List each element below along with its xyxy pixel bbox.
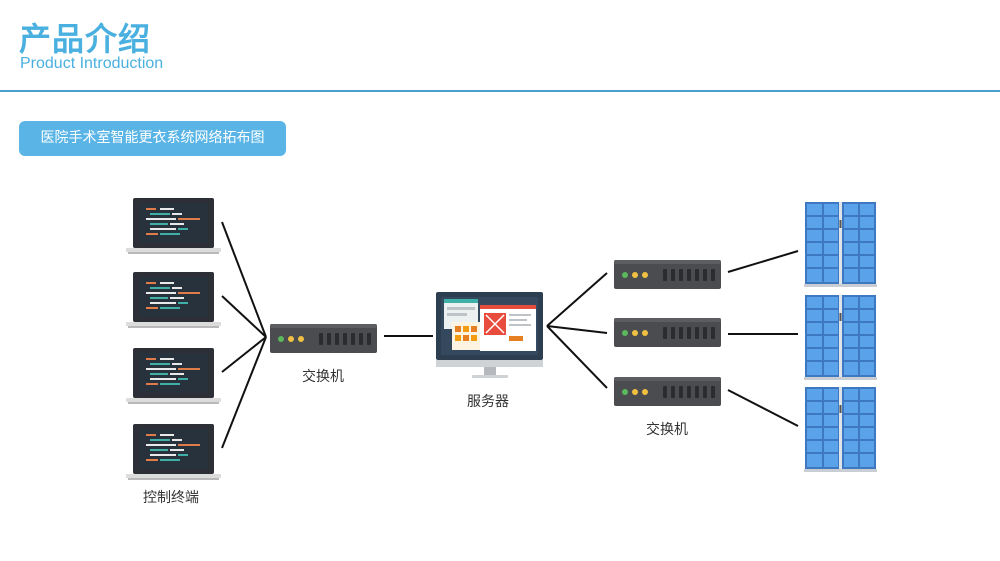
laptop-icon	[126, 198, 221, 254]
link-server-switch-2	[546, 325, 608, 334]
switch-left-label: 交换机	[302, 369, 344, 385]
link-switch-1-locker	[727, 250, 799, 273]
page-title: 产品介绍	[19, 20, 152, 58]
network-switch-icon	[270, 324, 377, 353]
network-switch-icon	[614, 260, 721, 289]
locker-cabinet-icon	[804, 387, 877, 472]
connection-lines	[221, 221, 799, 449]
link-switch-3-locker	[727, 389, 799, 427]
terminals-label: 控制终端	[143, 490, 199, 506]
link-terminal-1-switch	[221, 221, 267, 338]
link-terminal-2-switch	[221, 295, 267, 338]
monitor-icon	[436, 292, 543, 378]
link-terminal-3-switch	[221, 336, 267, 373]
link-server-switch-1	[546, 272, 608, 327]
locker-cabinet-icon	[804, 202, 877, 287]
network-switch-icon	[614, 377, 721, 406]
header-divider	[0, 90, 1000, 92]
switch-right-label: 交换机	[646, 422, 688, 438]
link-terminal-4-switch	[221, 336, 267, 449]
laptop-icon	[126, 424, 221, 480]
laptop-icon	[126, 348, 221, 404]
server-label: 服务器	[467, 394, 509, 410]
locker-cabinet-icon	[804, 295, 877, 380]
page-subtitle: Product Introduction	[20, 55, 164, 72]
link-server-switch-3	[546, 325, 608, 389]
laptop-icon	[126, 272, 221, 328]
diagram-title-badge: 医院手术室智能更衣系统网络拓布图	[19, 121, 286, 156]
network-switch-icon	[614, 318, 721, 347]
